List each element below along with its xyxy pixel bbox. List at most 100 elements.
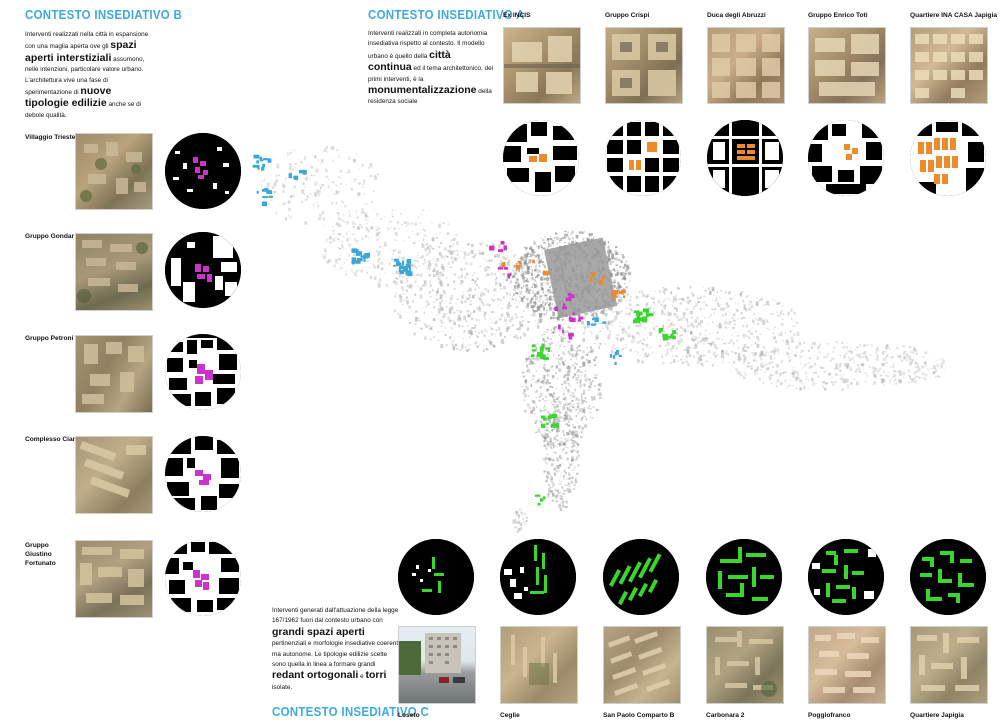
map-building — [505, 279, 508, 282]
map-building — [563, 396, 567, 401]
map-building — [487, 339, 490, 342]
map-building — [525, 258, 527, 260]
map-building — [515, 263, 518, 265]
map-building — [536, 356, 540, 361]
map-building — [527, 271, 531, 274]
map-building — [619, 337, 623, 342]
map-building — [477, 346, 479, 349]
map-building — [551, 331, 555, 334]
map-building — [379, 261, 383, 265]
map-building — [563, 442, 567, 446]
map-building — [869, 354, 872, 357]
map-building — [489, 341, 491, 343]
map-building — [514, 518, 517, 522]
map-building — [586, 238, 590, 242]
map-building — [501, 307, 503, 309]
map-building — [745, 296, 748, 299]
map-building — [508, 292, 510, 294]
map-building — [943, 369, 945, 371]
map-building — [516, 279, 518, 281]
map-building — [713, 295, 715, 296]
map-building — [533, 312, 536, 317]
map-building — [709, 293, 711, 294]
map-building — [813, 341, 816, 345]
map-building — [787, 313, 790, 316]
map-building — [539, 305, 542, 309]
map-building — [734, 351, 737, 355]
map-building — [608, 254, 610, 258]
map-building — [388, 262, 391, 266]
map-building — [428, 291, 431, 294]
map-building — [549, 295, 551, 298]
map-building — [523, 285, 524, 287]
map-building — [478, 319, 481, 322]
map-project-block — [393, 264, 396, 267]
map-building — [484, 258, 486, 260]
map-building — [571, 442, 573, 445]
map-building — [559, 441, 561, 445]
map-building — [556, 457, 559, 461]
map-building — [669, 341, 671, 342]
map-building — [619, 325, 622, 327]
map-building — [499, 332, 502, 337]
map-building — [691, 337, 694, 339]
map-building — [422, 284, 425, 287]
map-building — [741, 347, 745, 352]
map-building — [681, 345, 683, 347]
map-building — [847, 356, 850, 359]
map-building — [391, 258, 394, 262]
map-building — [431, 289, 434, 292]
map-building — [571, 418, 573, 421]
map-building — [486, 273, 490, 276]
map-building — [540, 412, 541, 414]
map-building — [391, 283, 393, 285]
map-building — [910, 366, 912, 367]
map-building — [468, 252, 470, 253]
map-building — [594, 342, 597, 345]
map-building — [558, 504, 559, 506]
map-project-block — [540, 415, 546, 419]
map-building — [481, 252, 484, 255]
map-building — [583, 392, 586, 395]
map-building — [585, 380, 587, 382]
map-building — [706, 342, 710, 345]
map-building — [388, 222, 390, 224]
map-building — [304, 186, 306, 188]
map-building — [677, 360, 679, 363]
item-label-gruppo-enrico-toti: Gruppo Enrico Toti — [808, 12, 868, 19]
map-building — [922, 356, 924, 358]
map-building — [706, 360, 709, 363]
map-building — [789, 323, 790, 324]
map-building — [419, 265, 421, 267]
map-building — [748, 336, 751, 339]
map-building — [566, 433, 570, 436]
figure-ground-disc-carbonara-2 — [706, 539, 782, 615]
map-building — [617, 340, 619, 342]
map-building — [288, 171, 292, 175]
map-building — [719, 297, 721, 299]
map-building — [760, 369, 762, 371]
map-building — [541, 380, 545, 384]
map-building — [764, 371, 766, 373]
map-building — [436, 258, 440, 262]
map-building — [527, 368, 530, 373]
aerial-photo-gruppo-giustino-fortunato — [75, 540, 153, 618]
map-building — [568, 424, 571, 426]
map-building — [527, 290, 531, 295]
map-building — [336, 211, 339, 214]
map-building — [555, 404, 559, 408]
map-building — [542, 263, 545, 266]
map-building — [681, 328, 684, 331]
map-building — [595, 334, 599, 339]
map-building — [641, 302, 642, 304]
map-building — [528, 364, 530, 366]
map-building — [693, 306, 696, 308]
map-building — [703, 295, 706, 298]
map-building — [749, 365, 752, 368]
map-project-block — [601, 275, 605, 280]
map-building — [608, 248, 611, 251]
map-building — [282, 189, 285, 193]
map-building — [556, 418, 559, 420]
map-building — [576, 315, 579, 317]
map-building — [402, 303, 404, 306]
